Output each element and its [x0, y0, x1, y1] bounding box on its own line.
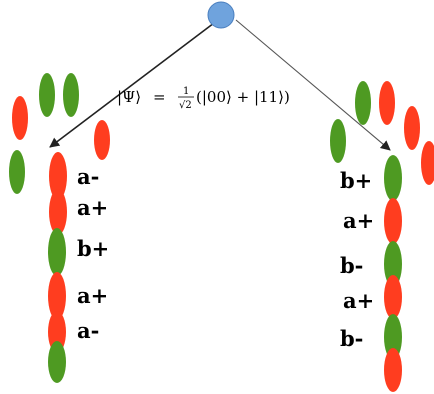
right-particle: [421, 141, 434, 185]
left-label: a-: [77, 318, 99, 343]
left-particle: [39, 73, 55, 117]
formula-body: (|00⟩ + |11⟩): [196, 88, 290, 106]
formula-ket-psi: |Ψ⟩: [117, 88, 141, 106]
right-particle: [355, 81, 371, 125]
left-arrow: [49, 19, 219, 148]
right-stack-particle: [384, 348, 402, 392]
right-particle: [379, 81, 395, 125]
right-label: a+: [343, 208, 374, 233]
left-label: a+: [77, 283, 108, 308]
left-particle: [94, 120, 110, 160]
left-label: b+: [77, 236, 109, 261]
right-stack-particle: [384, 198, 402, 244]
right-stack-particle: [384, 314, 402, 360]
right-particle: [404, 106, 420, 150]
right-label: b-: [340, 253, 363, 278]
formula-equals: =: [153, 88, 166, 106]
right-particle: [330, 119, 346, 163]
right-label: a+: [343, 288, 374, 313]
left-stack-particle: [49, 152, 67, 200]
right-label: b+: [340, 168, 372, 193]
left-stack-particle: [49, 189, 67, 235]
left-stack-particle: [48, 228, 66, 276]
left-stack-particle: [48, 272, 66, 320]
left-particle: [63, 73, 79, 117]
left-particle: [12, 96, 28, 140]
right-stack-particle: [384, 275, 402, 319]
right-stack-particle: [384, 241, 402, 287]
formula-fraction-denominator: √2: [179, 100, 192, 111]
formula-fraction-numerator: 1: [183, 86, 189, 97]
right-arrow: [235, 19, 391, 151]
left-label: a-: [77, 164, 99, 189]
right-label: b-: [340, 326, 363, 351]
source-node: [207, 1, 235, 29]
left-stack-particle: [48, 341, 66, 383]
right-stack-particle: [384, 155, 402, 201]
left-particle: [9, 150, 25, 194]
left-label: a+: [77, 195, 108, 220]
left-stack-particle: [48, 311, 66, 353]
